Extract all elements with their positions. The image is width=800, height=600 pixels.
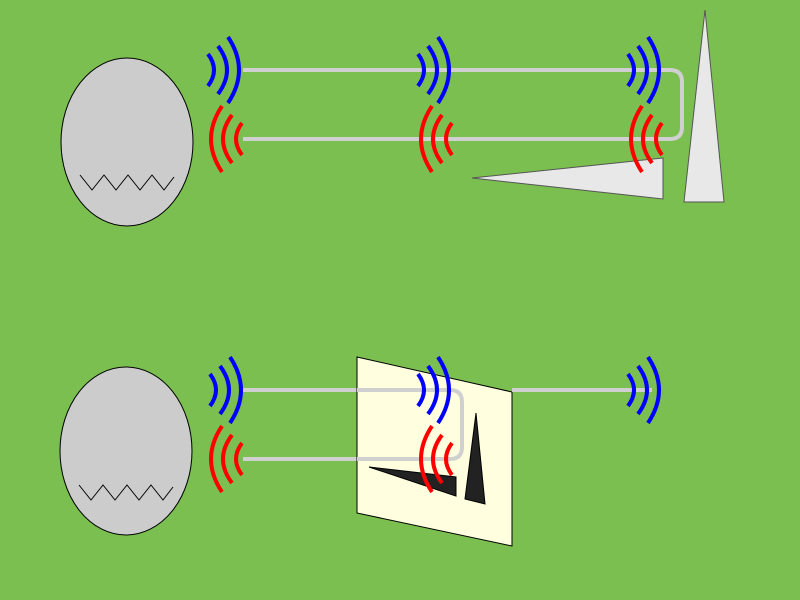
head-icon [59,366,193,536]
outgoing-wave [626,35,661,105]
shadow-wedge-vertical [464,412,486,505]
head-icon [60,57,194,227]
shadow-wedge-horizontal [368,466,457,497]
returning-wave [629,104,664,174]
outgoing-wave [416,355,451,425]
returning-wave [209,104,244,174]
wedge-horizontal [471,157,664,200]
returning-wave [419,424,454,494]
returning-wave [209,424,244,494]
sound-path-front [243,388,357,461]
wedge-vertical [683,9,725,203]
head-top [60,57,194,227]
returning-wave [419,104,454,174]
sound-path-loop [243,68,684,141]
mouth-zigzag [78,484,174,501]
outgoing-wave [206,35,241,105]
outgoing-wave [626,355,661,425]
head-bottom [59,366,193,536]
direct-echo-scene [60,9,725,227]
screen-echo-scene [59,355,661,547]
mouth-zigzag [79,174,175,191]
outgoing-wave [416,35,451,105]
sound-path-loop-on-screen [357,388,464,461]
outgoing-wave [208,355,243,425]
